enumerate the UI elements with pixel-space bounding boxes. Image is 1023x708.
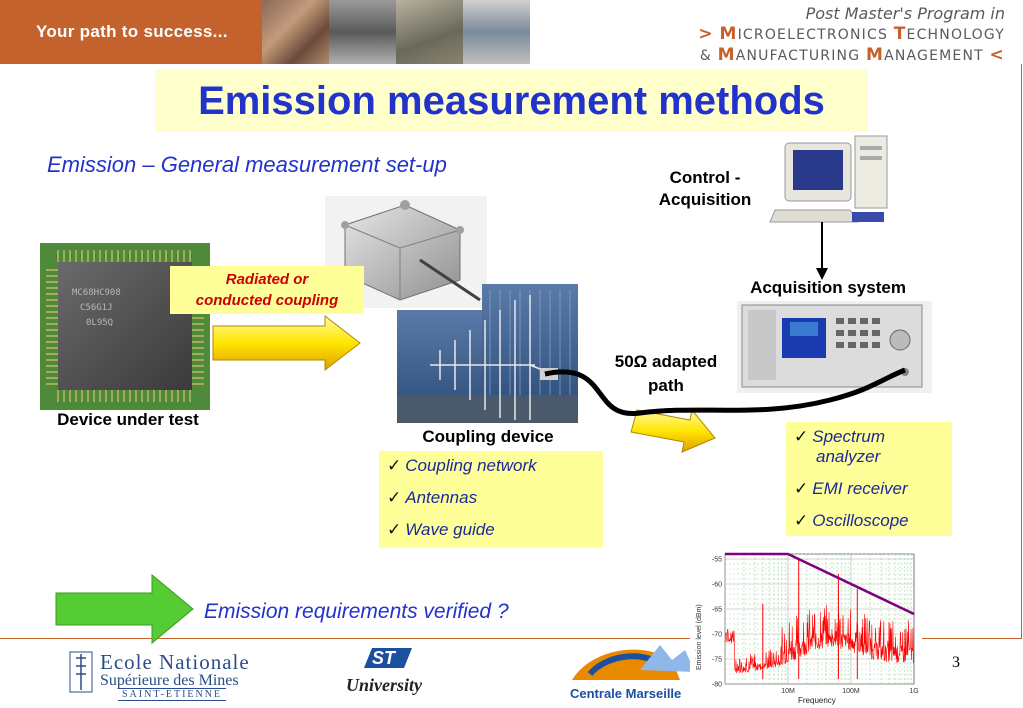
slide-title: Emission measurement methods: [198, 78, 825, 123]
header-tagline: Your path to success...: [36, 22, 228, 41]
chart-grid: [724, 553, 915, 685]
st-university-text: University: [346, 675, 422, 695]
program-line2: > MICROELECTRONICS TECHNOLOGY: [698, 24, 1005, 44]
svg-text:ST: ST: [372, 648, 397, 668]
computer-image: [769, 135, 888, 223]
arrow-coupling-to-acquisition: [630, 408, 716, 453]
chart-y-ticks: -55 -60 -65 -70 -75 -80: [712, 557, 722, 689]
title-box: Emission measurement methods: [155, 70, 868, 132]
chart-y-tick-label: -80: [712, 682, 722, 689]
antenna-image: [397, 284, 578, 423]
program-title: Post Master's Program in > MICROELECTRON…: [675, 4, 1005, 65]
chart-background: [690, 548, 922, 708]
header-photo-strip: [262, 0, 530, 64]
centrale-marseille-text: Centrale Marseille: [570, 686, 682, 701]
control-acquisition-label: Control - Acquisition: [658, 168, 752, 209]
list-item: ✓Wave guide: [387, 520, 495, 539]
ens-logo-line1: Ecole Nationale: [100, 650, 250, 674]
header-band: [0, 0, 262, 64]
chart-measurement-series: [724, 559, 914, 679]
requirements-verified-text: Emission requirements verified ?: [204, 600, 509, 623]
arrow-dut-to-coupling: [212, 314, 361, 372]
ens-logo-line2: Supérieure des Mines: [100, 672, 239, 689]
slide-subtitle: Emission – General measurement set-up: [47, 152, 447, 177]
acquisition-system-label: Acquisition system: [750, 278, 906, 297]
list-item: ✓Antennas: [387, 488, 478, 507]
chart-x-label: Frequency: [798, 696, 836, 705]
cable-50ohm: [544, 367, 906, 417]
chart-y-tick-label: -65: [712, 607, 722, 614]
coupling-type-label: Radiated or conducted coupling: [170, 266, 364, 314]
centrale-logo-graphic: [572, 645, 695, 680]
ens-logo-line3: SAINT-ETIENNE: [118, 688, 227, 701]
chart-y-tick-label: -75: [712, 657, 722, 664]
svg-text:MC68HC908: MC68HC908: [72, 288, 121, 298]
svg-text:0L95Q: 0L95Q: [86, 318, 113, 328]
chart-y-tick-label: -60: [712, 582, 722, 589]
chart-x-ticks: 10M 100M 1G: [781, 688, 918, 695]
chart-x-tick-label: 1G: [909, 688, 918, 695]
list-item: ✓Oscilloscope: [794, 511, 909, 530]
program-line3: & MANUFACTURING MANAGEMENT <: [699, 45, 1005, 65]
adapted-path-label: 50Ω adapted path: [614, 352, 718, 395]
program-line1: Post Master's Program in: [805, 4, 1005, 23]
list-item: ✓Coupling network: [387, 456, 537, 475]
chart-x-tick-label: 10M: [781, 688, 795, 695]
spectrum-analyzer-image: [737, 301, 932, 393]
chart-x-tick-label: 100M: [842, 688, 860, 695]
emission-chart: -55 -60 -65 -70 -75 -80 10M 100M 1G Emission le…: [690, 548, 922, 708]
chart-y-tick-label: -70: [712, 632, 722, 639]
device-under-test-label: Device under test: [57, 410, 199, 429]
chart-y-label: Emission level (dBm): [696, 604, 703, 670]
chart-y-tick-label: -55: [712, 557, 722, 564]
st-logo: ST: [364, 648, 412, 668]
coupling-device-label: Coupling device: [422, 427, 554, 446]
list-item: ✓EMI receiver: [794, 479, 908, 498]
chart-limit-line: [725, 552, 915, 616]
slide-frame: [0, 64, 1022, 639]
verified-arrow: [55, 573, 194, 645]
coupling-options-list: ✓Coupling network ✓Antennas ✓Wave guide: [379, 451, 603, 548]
chart-measurement-trace: [724, 604, 914, 674]
svg-text:C56G1J: C56G1J: [80, 303, 113, 313]
tem-cell-image: [325, 196, 487, 308]
ens-logo-graphic: [69, 651, 93, 693]
page-number: 3: [952, 654, 960, 671]
